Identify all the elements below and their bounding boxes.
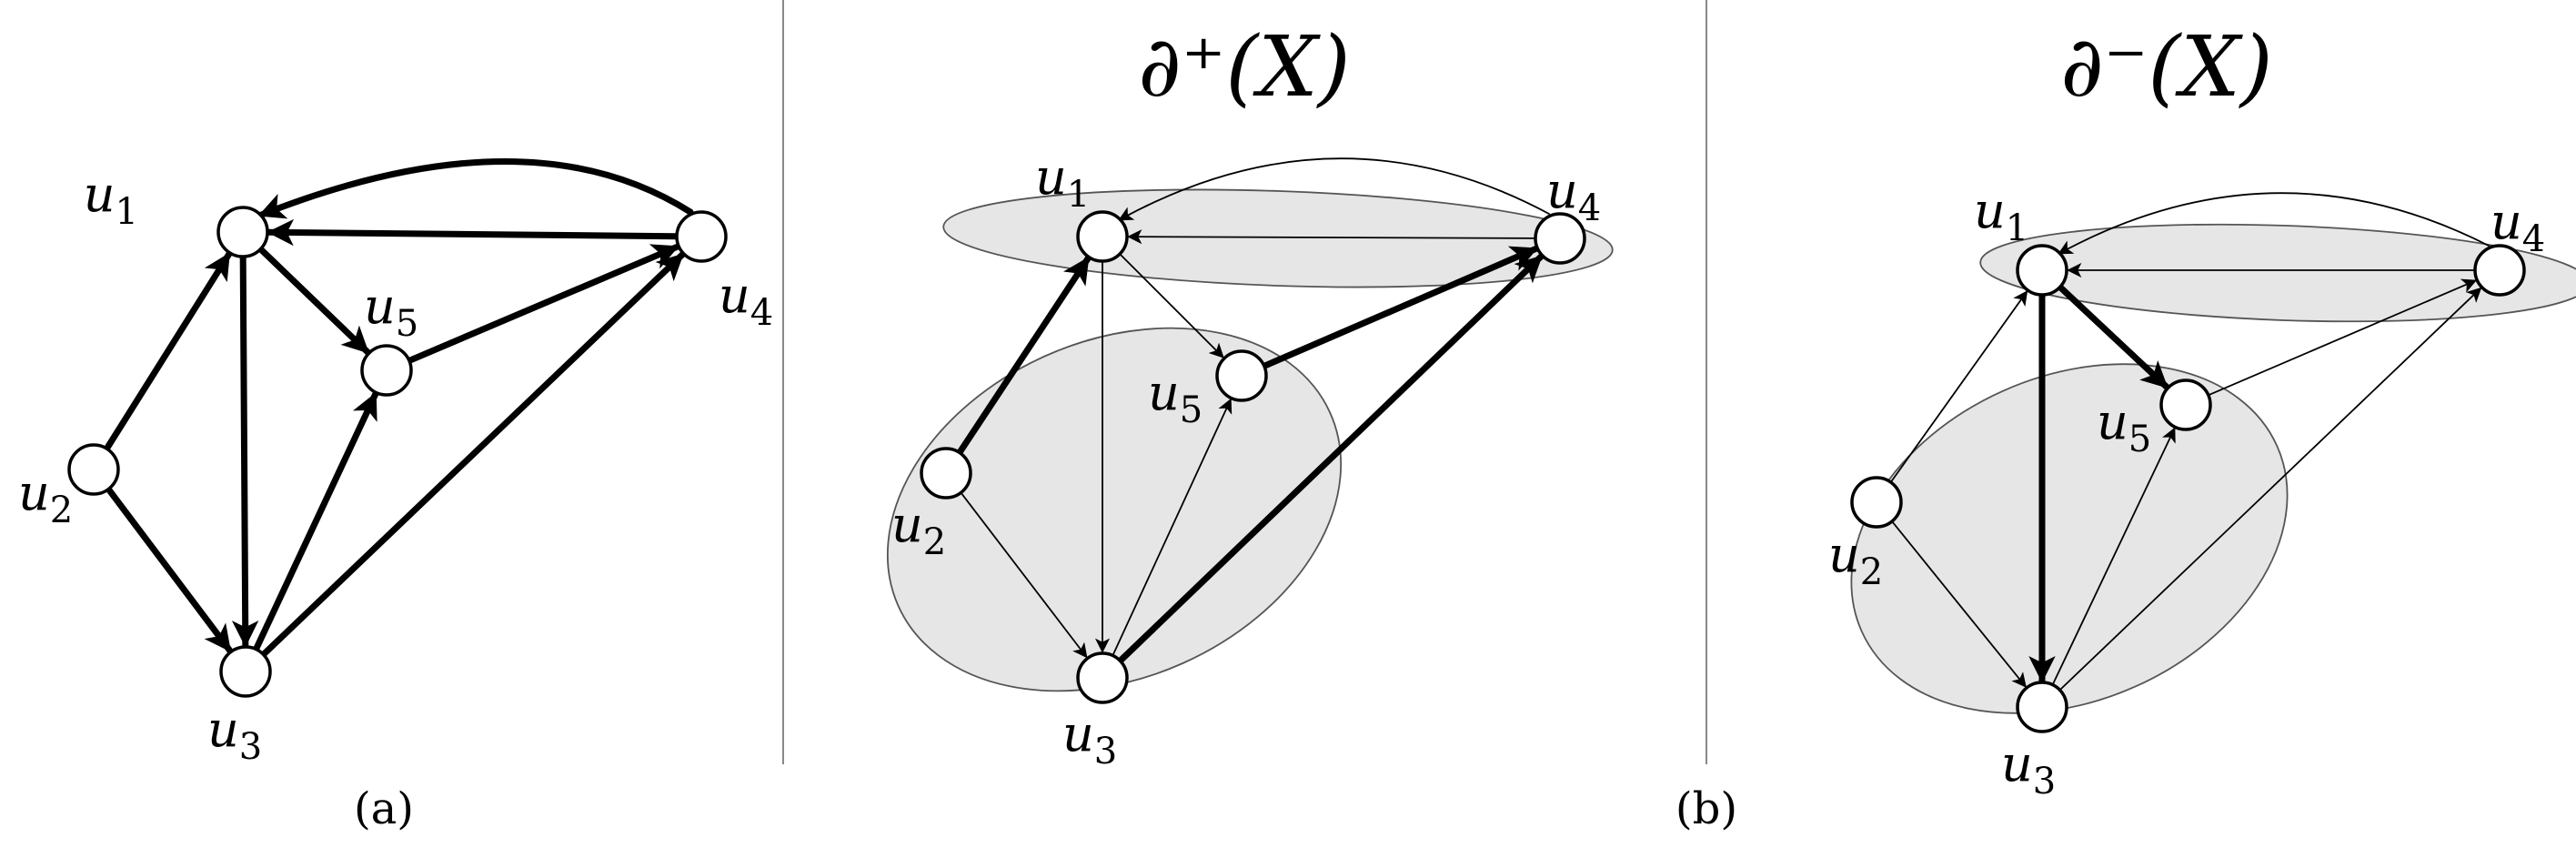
edge-u2-u3 xyxy=(1891,520,2028,689)
edge-u2-u3 xyxy=(960,491,1088,659)
panel-title: ∂⁻(X) xyxy=(2060,18,2272,116)
node-label-u4: u4 xyxy=(719,267,773,334)
edge-u4-u1-curved xyxy=(256,158,694,219)
edge-u5-u4 xyxy=(1261,245,1540,369)
panel-b-minus: u1 u2 u3 u4 u5 ∂⁻(X) xyxy=(1828,18,2545,803)
node-label-u5: u5 xyxy=(364,278,418,345)
node-label-u2: u2 xyxy=(891,496,946,563)
panel-a: u1 u2 u3 u4 u5 xyxy=(18,158,773,768)
node-label-u4: u4 xyxy=(1546,162,1601,229)
edge-u2-u1 xyxy=(956,254,1092,456)
panel-title: ∂⁺(X) xyxy=(1138,18,1350,116)
node-u3 xyxy=(219,645,272,698)
node-label-u1: u1 xyxy=(84,166,138,233)
edge-u1-u3 xyxy=(231,253,259,650)
node-u5 xyxy=(2159,379,2212,431)
nodes: u1 u2 u3 u4 u5 xyxy=(18,166,773,768)
caption-a: (a) xyxy=(354,783,414,834)
edge-u2-u3 xyxy=(105,486,234,655)
node-u1 xyxy=(216,206,269,258)
region-lower xyxy=(1850,363,2289,714)
edge-u3-u5 xyxy=(1112,398,1233,657)
panel-b-plus: u1 u2 u3 u4 u5 ∂⁺(X) xyxy=(891,18,1601,772)
edge-u1-u5 xyxy=(1119,253,1225,359)
node-label-u3: u3 xyxy=(2001,735,2056,803)
node-label-u1: u1 xyxy=(1035,148,1090,216)
edge-u4-u1-curved xyxy=(1118,157,1550,221)
edge-u5-u4 xyxy=(406,243,681,364)
node-u3 xyxy=(2016,681,2068,733)
edge-u2-u1 xyxy=(103,250,233,452)
node-label-u2: u2 xyxy=(1828,526,1883,593)
node-label-u5: u5 xyxy=(2097,393,2151,460)
edges xyxy=(956,157,1550,664)
edge-u4-u1 xyxy=(1127,229,1536,245)
edge-u3-u4 xyxy=(1116,252,1545,664)
node-u3 xyxy=(1076,651,1129,704)
node-u5 xyxy=(360,344,413,397)
edge-u4-u1-curved xyxy=(2058,192,2490,255)
node-label-u5: u5 xyxy=(1148,364,1202,431)
edges xyxy=(103,158,694,658)
region-lower xyxy=(886,327,1343,692)
edge-u3-u5 xyxy=(2051,427,2176,686)
nodes: u1 u2 u3 u4 u5 xyxy=(1828,182,2545,803)
edge-u3-u5 xyxy=(252,389,379,653)
node-u1 xyxy=(2016,244,2068,297)
edge-u5-u4 xyxy=(2207,278,2478,397)
node-u5 xyxy=(1215,349,1268,402)
node-u2 xyxy=(67,443,120,496)
edge-u4-u1 xyxy=(265,218,680,247)
node-label-u1: u1 xyxy=(1974,182,2028,249)
edge-u1-u5 xyxy=(2057,283,2171,391)
node-label-u2: u2 xyxy=(18,464,73,531)
node-u4 xyxy=(675,210,728,263)
node-label-u4: u4 xyxy=(2490,193,2545,260)
node-u2 xyxy=(1850,476,1903,529)
node-u4 xyxy=(1534,212,1586,265)
node-u2 xyxy=(920,447,972,500)
edge-u1-u5 xyxy=(257,246,372,357)
node-label-u3: u3 xyxy=(1062,705,1117,772)
panel-b-minus-regions xyxy=(1850,223,2576,714)
edges xyxy=(1889,192,2490,692)
node-u4 xyxy=(2473,244,2526,297)
caption-b: (b) xyxy=(1675,783,1737,834)
node-u1 xyxy=(1076,210,1129,263)
edge-u2-u1 xyxy=(1889,289,2028,483)
nodes: u1 u2 u3 u4 u5 xyxy=(891,148,1601,772)
edge-u3-u4 xyxy=(260,250,687,658)
edge-u3-u4 xyxy=(2058,287,2482,692)
node-label-u3: u3 xyxy=(207,701,262,768)
